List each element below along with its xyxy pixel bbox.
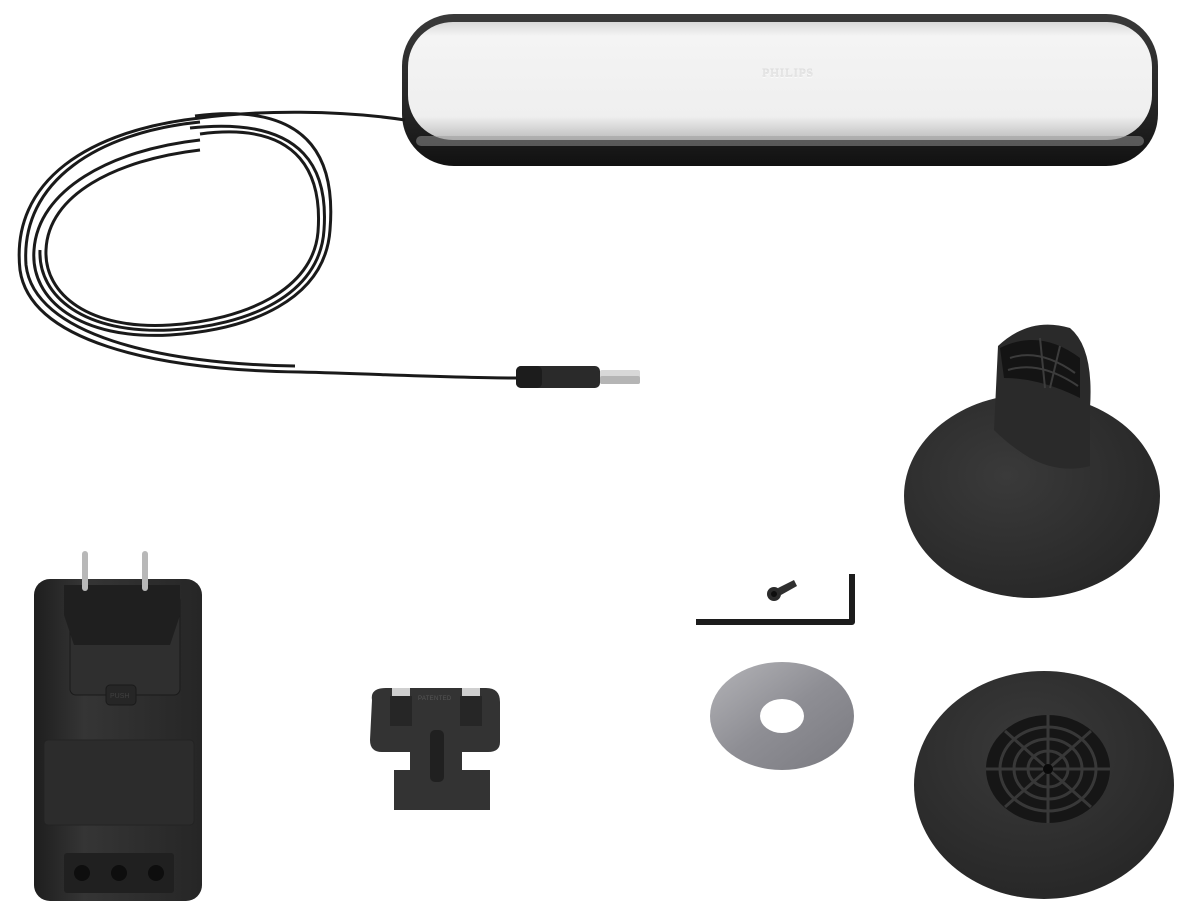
adhesive-pad <box>708 660 858 770</box>
light-bar <box>396 10 1166 170</box>
stand-base <box>910 665 1180 905</box>
screw <box>764 578 804 604</box>
power-adapter-eu <box>30 535 210 905</box>
uk-plug-adapter <box>362 682 512 822</box>
push-label: PUSH <box>110 693 130 700</box>
hex-key <box>694 572 864 634</box>
power-cable <box>0 0 660 400</box>
uk-adapter-label: PATENTED <box>418 696 452 702</box>
brand-logo: PHILIPS <box>762 66 814 80</box>
stand-upright <box>900 318 1170 598</box>
